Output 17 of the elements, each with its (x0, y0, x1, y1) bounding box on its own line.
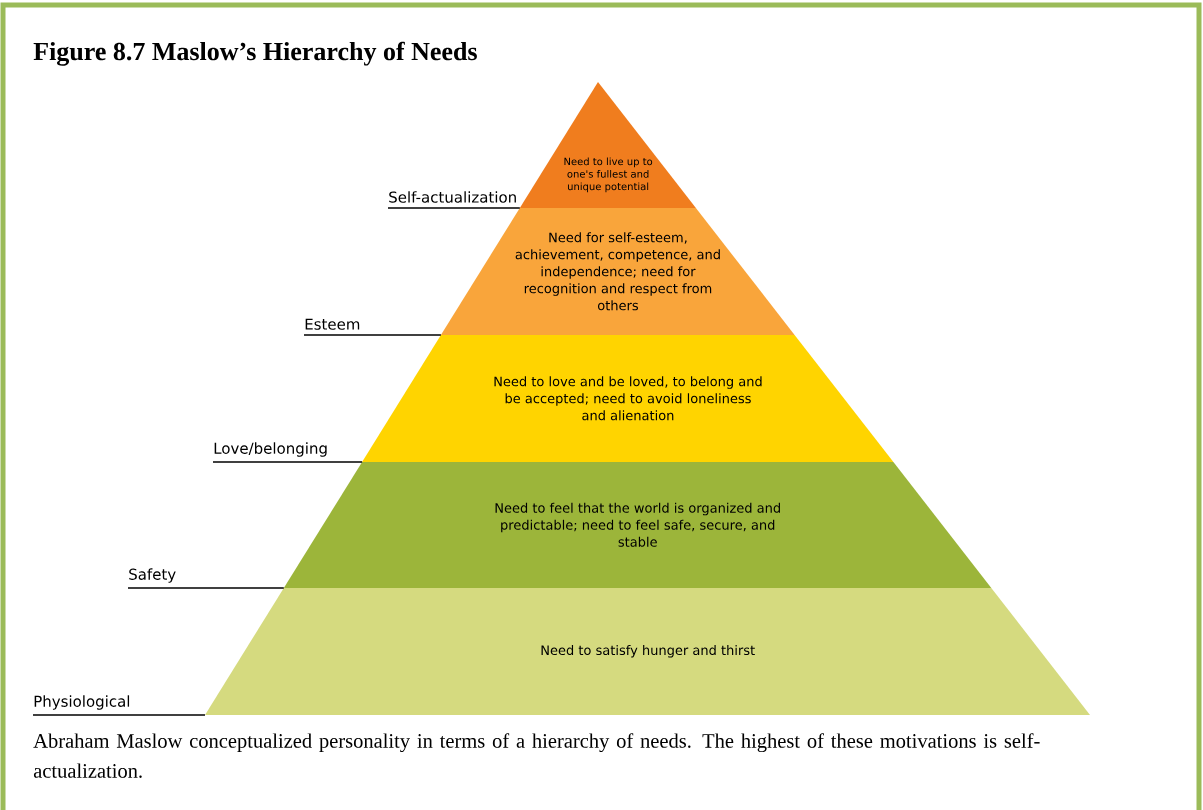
leader-line (127, 587, 285, 589)
pyramid-band: Need for self-esteem, achievement, competence, and independence; need for recognition and respect from others (440, 208, 795, 335)
pyramid-band: Need to satisfy hunger and thirst (205, 588, 1090, 715)
level-label: Physiological (34, 695, 130, 710)
leader-line (212, 461, 363, 463)
figure-title: Figure 8.7 Maslow’s Hierarchy of Needs (33, 41, 477, 66)
pyramid-band: Need to live up to one's fullest and unique potential (519, 82, 696, 208)
figure-caption: Abraham Maslow conceptualized personality in terms of a hierarchy of needs. The highest of these motivations is self-actualization. (33, 733, 1040, 778)
leader-line (387, 207, 521, 209)
leader-line (32, 714, 206, 716)
level-label: Safety (129, 568, 176, 583)
leader-line (303, 334, 442, 336)
level-label: Self-actualization (389, 191, 516, 203)
pyramid-band: Need to love and be loved, to belong and be accepted; need to avoid loneliness and alienation (362, 335, 894, 462)
level-label: Esteem (305, 318, 360, 330)
level-label: Love/belonging (214, 442, 327, 457)
pyramid-band: Need to feel that the world is organized and predictable; need to feel safe, secure, and stable (283, 462, 992, 588)
